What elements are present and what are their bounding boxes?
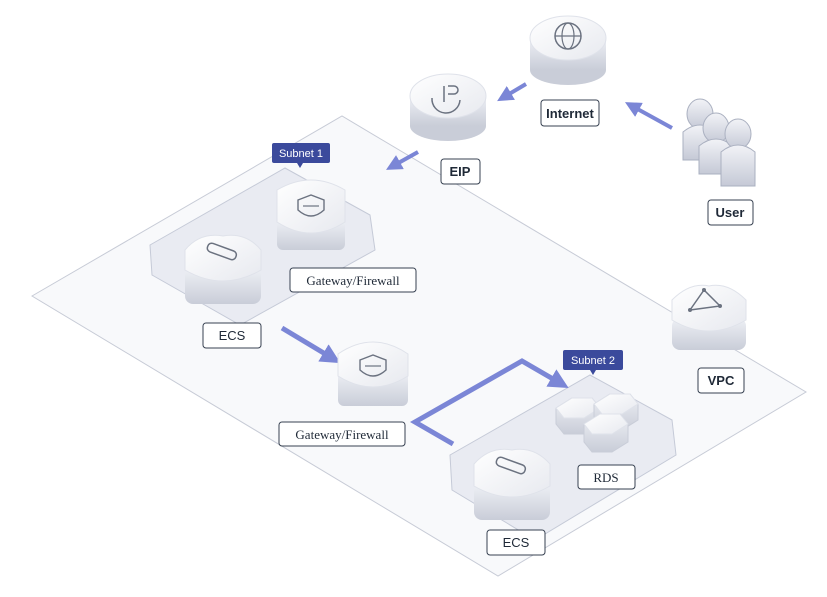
internet-label: Internet	[546, 106, 594, 121]
ecs-top-label: ECS	[219, 328, 246, 343]
subnet2-tag: Subnet 2	[563, 350, 623, 375]
users-icon	[682, 98, 756, 187]
arrow-user-to-internet	[624, 102, 673, 130]
shield-icon	[297, 194, 325, 217]
user-node: User	[682, 98, 756, 226]
globe-icon	[554, 22, 582, 50]
ip-icon	[431, 85, 461, 114]
subnet2-label: Subnet 2	[571, 355, 615, 367]
server-icon	[495, 456, 527, 475]
vpc-label: VPC	[708, 373, 735, 388]
subnet1-tag: Subnet 1	[272, 143, 330, 168]
arrow-ecs-to-gateway	[280, 325, 341, 364]
vpc-node: VPC	[671, 284, 747, 394]
ecs-bottom-node: ECS	[473, 448, 551, 556]
eip-node: EIP	[409, 73, 487, 185]
arrow-gateway-to-subnet2	[409, 358, 569, 447]
rds-label: RDS	[593, 470, 618, 485]
arrow-internet-to-eip	[497, 82, 528, 102]
gateway-firewall-top-label: Gateway/Firewall	[306, 273, 400, 288]
user-label: User	[716, 205, 745, 220]
gateway-firewall-mid-label: Gateway/Firewall	[295, 427, 389, 442]
arrow-eip-to-subnet1	[386, 150, 419, 170]
rds-node: RDS	[555, 393, 639, 490]
shield-icon	[359, 354, 387, 377]
ecs-bottom-label: ECS	[503, 535, 530, 550]
eip-label: EIP	[450, 164, 471, 179]
server-icon	[206, 242, 238, 261]
gateway-firewall-mid-node: Gateway/Firewall	[278, 341, 409, 447]
ecs-top-node: ECS	[184, 234, 262, 349]
database-cluster-icon	[555, 393, 639, 453]
flow-arrows	[280, 82, 673, 447]
subnet1-label: Subnet 1	[279, 148, 323, 160]
triangle-network-icon	[688, 288, 722, 312]
internet-node: Internet	[529, 15, 607, 127]
gateway-firewall-top-node: Gateway/Firewall	[276, 179, 417, 293]
